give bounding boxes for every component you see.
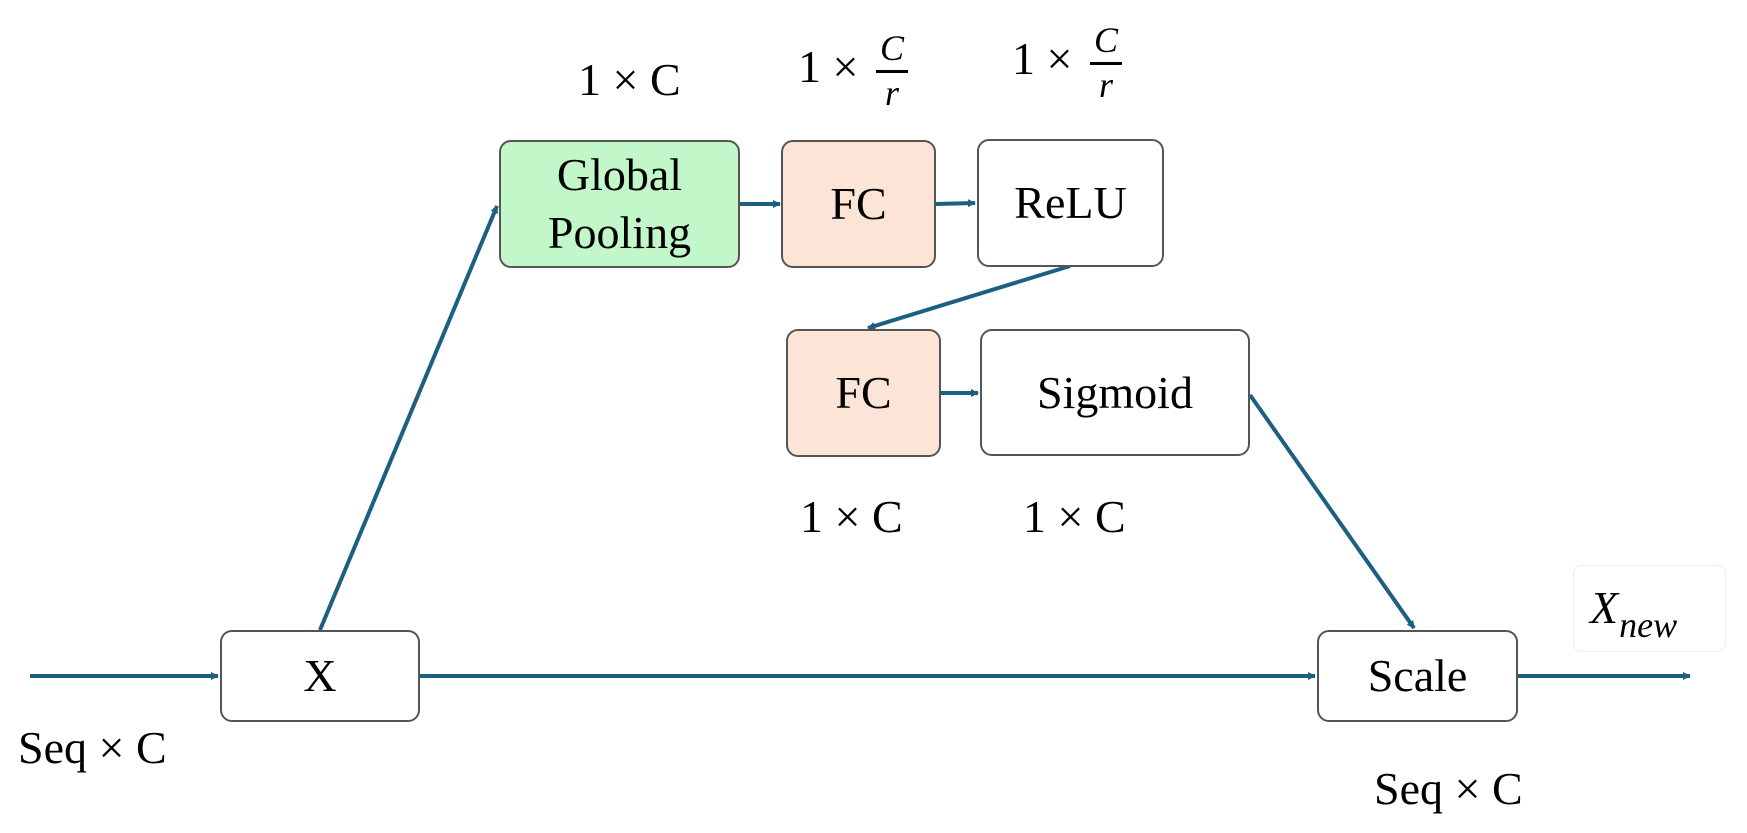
arrow-sigmoid-to-scale — [1248, 393, 1416, 630]
output-var-subscript: new — [1619, 605, 1678, 645]
x-node-label: X — [303, 650, 337, 701]
pooling-shape-label: 1 × C — [578, 54, 681, 105]
fc1-fraction-denominator: r — [884, 72, 899, 113]
scale-node-label: Scale — [1367, 650, 1468, 701]
arrow-fc1-to-relu — [935, 199, 976, 208]
fc2-node: FC — [786, 329, 941, 457]
relu-shape-fraction: C r — [1089, 21, 1122, 105]
fc1-shape-label: 1 × C r — [798, 29, 908, 113]
relu-shape-prefix: 1 × — [1012, 32, 1073, 84]
relu-node-label: ReLU — [1014, 177, 1127, 228]
arrow-x-to-pooling — [318, 205, 499, 631]
relu-fraction-numerator: C — [1089, 21, 1122, 65]
scale-node: Scale — [1317, 630, 1518, 722]
fc1-shape-fraction: C r — [875, 29, 908, 113]
sigmoid-node: Sigmoid — [980, 329, 1250, 456]
relu-node: ReLU — [977, 139, 1164, 267]
arrow-relu-to-fc2 — [867, 264, 1071, 330]
fc2-node-label: FC — [835, 367, 892, 418]
fc2-shape-label: 1 × C — [800, 491, 903, 542]
x-node: X — [220, 630, 420, 722]
sigmoid-node-label: Sigmoid — [1037, 366, 1193, 418]
fc1-fraction-numerator: C — [875, 29, 908, 73]
fc1-node: FC — [781, 140, 936, 268]
global-pooling-label-line1: Global — [556, 149, 683, 200]
relu-fraction-denominator: r — [1098, 64, 1113, 105]
output-var-label: Xnew — [1590, 582, 1678, 645]
fc1-node-label: FC — [830, 178, 887, 229]
output-var-symbol: X — [1590, 582, 1619, 633]
sigmoid-shape-label: 1 × C — [1023, 491, 1126, 542]
global-pooling-label-line2: Pooling — [547, 207, 692, 258]
output-var-box — [1573, 565, 1726, 652]
global-pooling-node: Global Pooling — [499, 140, 740, 268]
input-shape-label: Seq × C — [18, 722, 167, 773]
relu-shape-label: 1 × C r — [1012, 21, 1122, 105]
output-shape-label: Seq × C — [1374, 763, 1523, 814]
fc1-shape-prefix: 1 × — [798, 40, 859, 92]
